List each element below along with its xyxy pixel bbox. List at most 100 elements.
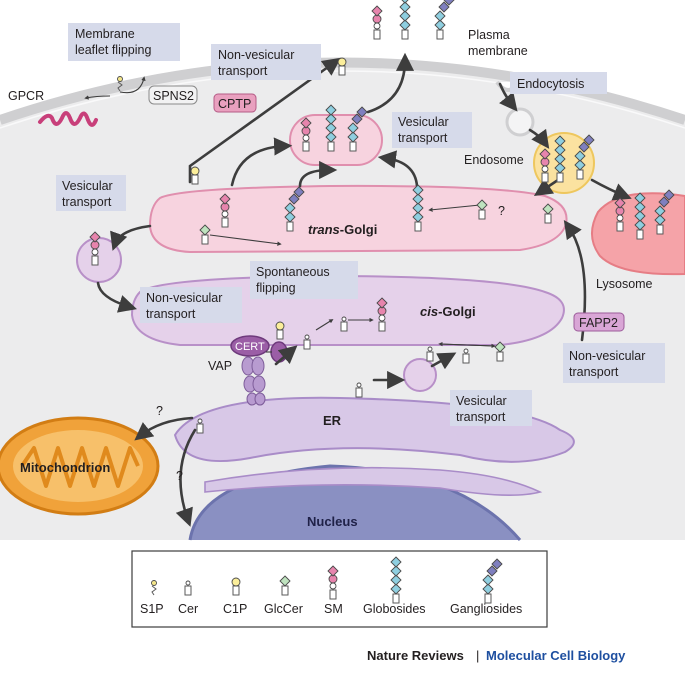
lipid-glyph <box>340 316 348 332</box>
lipid-glyph <box>634 192 646 240</box>
label-vesicular-left-1: Vesicular <box>62 179 113 193</box>
label-er: ER <box>323 413 342 428</box>
legend-glyph <box>327 565 339 600</box>
lipid-glyph <box>376 297 388 332</box>
label-cptp: CPTP <box>218 97 251 111</box>
arrow-golgi-to-pm-left <box>188 57 341 184</box>
lipid-glyph <box>199 224 211 245</box>
label-spontaneous-1: Spontaneous <box>256 265 330 279</box>
lipid-glyph <box>554 135 566 183</box>
arrow-left-vesicle-to-cis <box>96 281 137 313</box>
transport-arrows <box>84 52 632 527</box>
labels: Membrane leaflet flipping GPCR SPNS2 Non… <box>8 27 653 529</box>
lipid-glyph <box>654 189 675 235</box>
label-cis-golgi: cis-Golgi <box>420 304 476 319</box>
lipid-glyph <box>284 186 305 232</box>
lipid-glyph <box>325 104 337 152</box>
arrow-endocytosis <box>498 82 518 112</box>
label-vesicular-bottom-2: transport <box>456 410 506 424</box>
lipid-glyph <box>371 5 383 40</box>
lipid-glyph <box>117 76 123 92</box>
label-spontaneous-2: flipping <box>256 281 296 295</box>
lipid-glyph <box>434 0 455 40</box>
label-question-golgi: ? <box>498 204 505 218</box>
label-vesicular-top-2: transport <box>398 131 448 145</box>
lipid-glyph <box>275 321 285 340</box>
footer-subtitle: Molecular Cell Biology <box>486 648 626 663</box>
legend-cer: Cer <box>178 602 198 616</box>
lipid-glyph <box>347 106 368 152</box>
arrow-er-to-mito <box>134 416 194 441</box>
label-nonves-top-2: transport <box>218 64 268 78</box>
arrow-endosome-to-golgi <box>533 178 560 197</box>
lipid-glyph <box>494 341 506 362</box>
arrow-vesicle-to-cis <box>430 352 457 370</box>
label-membrane-flipping-1: Membrane <box>75 27 135 41</box>
lipid-glyph <box>89 231 101 266</box>
legend-c1p: C1P <box>223 602 247 616</box>
label-vesicular-bottom-1: Vesicular <box>456 394 507 408</box>
lipid-glyph <box>539 148 551 183</box>
label-nonves-right-2: transport <box>569 365 619 379</box>
arrow-cert <box>274 345 298 366</box>
label-membrane-flipping-2: leaflet flipping <box>75 43 151 57</box>
legend-gangliosides: Gangliosides <box>450 602 522 616</box>
lipid-glyph <box>219 193 231 228</box>
legend-sm: SM <box>324 602 343 616</box>
label-lysosome: Lysosome <box>596 277 653 291</box>
label-nonves-top-1: Non-vesicular <box>218 48 294 62</box>
arrow-to-endosome <box>528 128 550 149</box>
label-nonves-left-1: Non-vesicular <box>146 291 222 305</box>
lipid-glyph <box>300 117 312 152</box>
lipid-glyph <box>426 346 434 362</box>
lipid-glyph <box>412 184 424 232</box>
arrow-to-lysosome <box>590 178 632 201</box>
lipid-glyph <box>303 334 311 350</box>
legend-glyph <box>279 575 291 596</box>
lipid-glyph <box>462 348 470 364</box>
label-spns2: SPNS2 <box>153 89 194 103</box>
gpcr-icon <box>38 111 98 127</box>
lipid-glyphs <box>89 0 675 434</box>
label-fapp2: FAPP2 <box>579 316 618 330</box>
legend-s1p: S1P <box>140 602 164 616</box>
legend-glyph <box>231 577 241 596</box>
legend-glyph <box>184 580 192 596</box>
lipid-glyph <box>614 197 626 232</box>
lipid-glyph <box>399 0 411 40</box>
lipid-glyph <box>574 134 595 180</box>
arrow-golgi-to-left-vesicle <box>110 224 152 251</box>
label-trans-golgi: trans-Golgi <box>308 222 377 237</box>
lipid-glyph <box>355 382 363 398</box>
label-vesicular-left-2: transport <box>62 195 112 209</box>
callouts <box>56 23 665 426</box>
label-question-nucleus: ? <box>176 469 183 483</box>
label-question-mito: ? <box>156 404 163 418</box>
lipid-glyph <box>337 57 347 76</box>
er-vesicle <box>403 358 437 392</box>
label-nonves-left-2: transport <box>146 307 196 321</box>
legend: S1P Cer C1P GlcCer SM Globosides Ganglio… <box>131 550 548 628</box>
arrow-golgi-to-vesicle-3 <box>377 150 419 188</box>
mitochondrion <box>0 416 160 516</box>
label-mitochondrion: Mitochondrion <box>20 460 110 475</box>
legend-glyph <box>390 556 402 604</box>
footer-journal: Nature Reviews <box>367 648 464 663</box>
label-nonves-right-1: Non-vesicular <box>569 349 645 363</box>
footer: Nature Reviews | Molecular Cell Biology <box>367 648 626 663</box>
footer-separator: | <box>476 648 479 663</box>
label-cert: CERT <box>235 341 265 353</box>
label-vesicular-top-1: Vesicular <box>398 115 449 129</box>
arrow-golgi-to-vesicle-2 <box>298 160 338 188</box>
label-plasma-2: membrane <box>468 44 528 58</box>
legend-glyphs <box>151 556 503 604</box>
label-gpcr: GPCR <box>8 89 44 103</box>
legend-glyph <box>151 580 157 596</box>
lipid-glyph <box>196 418 204 434</box>
label-endosome: Endosome <box>464 153 524 167</box>
label-endocytosis: Endocytosis <box>517 77 584 91</box>
legend-frame <box>131 550 548 628</box>
lipid-glyph <box>476 199 488 220</box>
label-nucleus: Nucleus <box>307 514 358 529</box>
